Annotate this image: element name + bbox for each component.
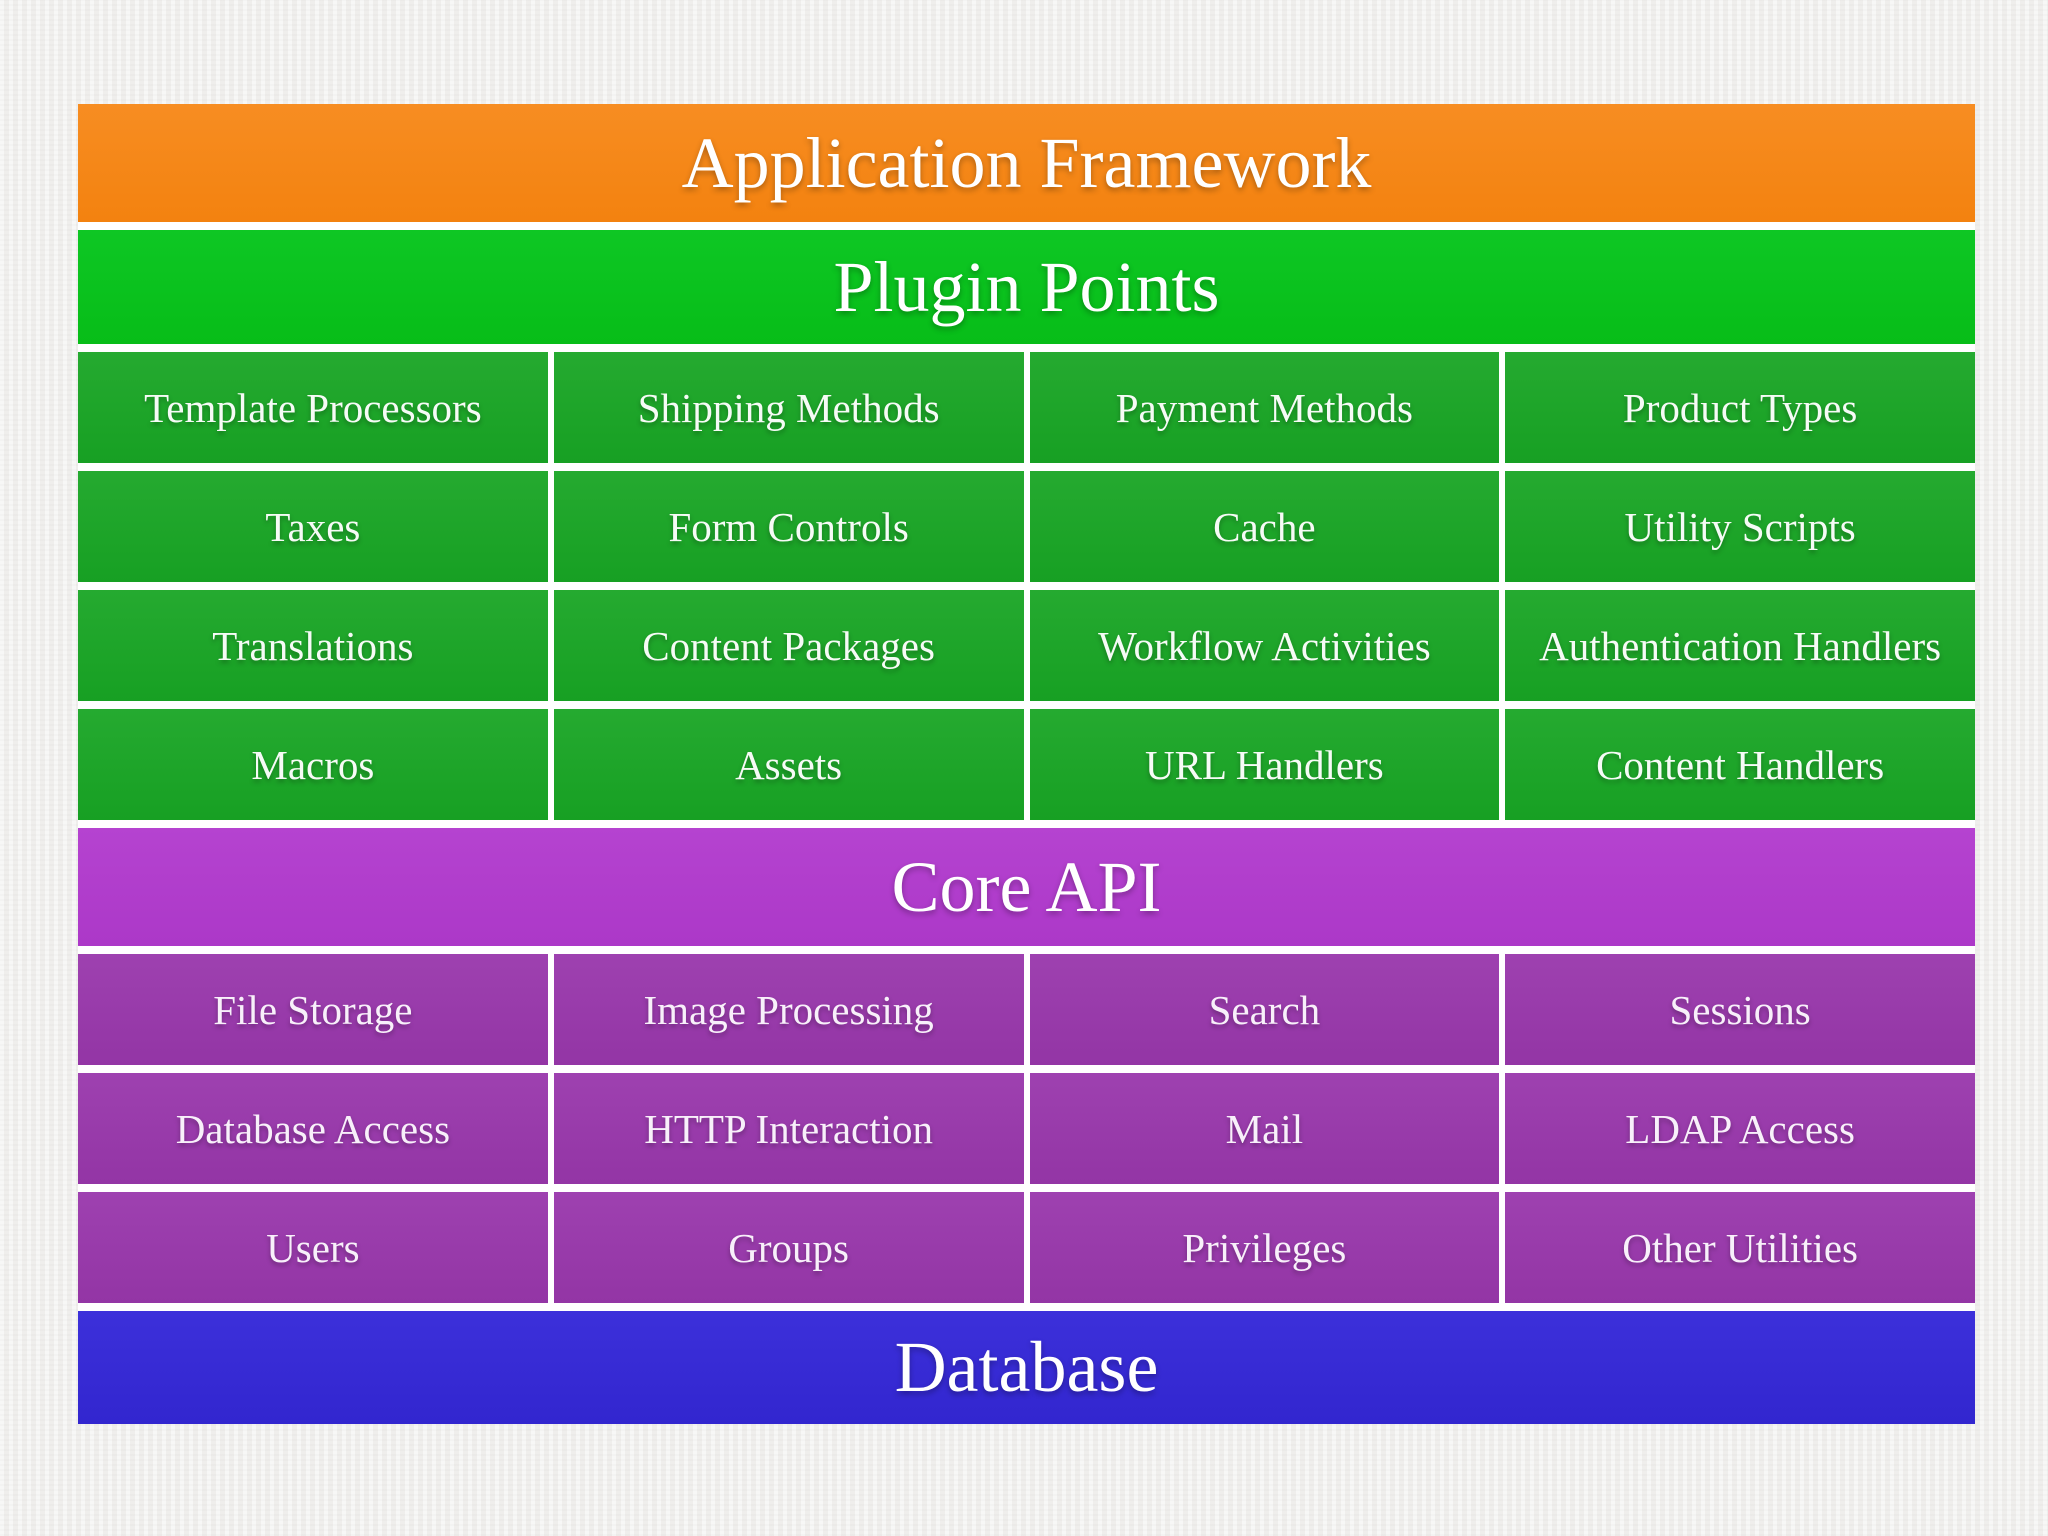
- cell-content-handlers: Content Handlers: [1505, 709, 1975, 820]
- cell-cache: Cache: [1029, 471, 1500, 582]
- cell-macros: Macros: [78, 709, 548, 820]
- layer-plugin-points: Plugin Points: [78, 230, 1975, 344]
- cell-payment-methods: Payment Methods: [1029, 352, 1500, 463]
- cell-assets: Assets: [553, 709, 1024, 820]
- cell-groups: Groups: [553, 1192, 1024, 1303]
- cell-product-types: Product Types: [1505, 352, 1975, 463]
- cell-mail: Mail: [1029, 1073, 1500, 1184]
- core-api-label: Core API: [891, 846, 1162, 927]
- cell-form-controls: Form Controls: [553, 471, 1024, 582]
- cell-database-access: Database Access: [78, 1073, 548, 1184]
- cell-authentication-handlers: Authentication Handlers: [1505, 590, 1975, 701]
- database-label: Database: [894, 1327, 1159, 1407]
- cell-other-utilities: Other Utilities: [1505, 1192, 1975, 1303]
- cell-search: Search: [1029, 954, 1500, 1065]
- layer-core-api: Core API: [78, 828, 1975, 946]
- application-framework-label: Application Framework: [681, 122, 1372, 203]
- cell-shipping-methods: Shipping Methods: [553, 352, 1024, 463]
- architecture-stack-diagram: Application Framework Plugin Points Temp…: [78, 104, 1975, 1424]
- cell-workflow-activities: Workflow Activities: [1029, 590, 1500, 701]
- cell-ldap-access: LDAP Access: [1505, 1073, 1975, 1184]
- cell-content-packages: Content Packages: [553, 590, 1024, 701]
- cell-privileges: Privileges: [1029, 1192, 1500, 1303]
- layer-database: Database: [78, 1311, 1975, 1424]
- cell-image-processing: Image Processing: [553, 954, 1024, 1065]
- layer-application-framework: Application Framework: [78, 104, 1975, 222]
- cell-sessions: Sessions: [1505, 954, 1975, 1065]
- cell-url-handlers: URL Handlers: [1029, 709, 1500, 820]
- cell-http-interaction: HTTP Interaction: [553, 1073, 1024, 1184]
- cell-users: Users: [78, 1192, 548, 1303]
- cell-utility-scripts: Utility Scripts: [1505, 471, 1975, 582]
- cell-translations: Translations: [78, 590, 548, 701]
- plugin-points-label: Plugin Points: [833, 246, 1220, 327]
- cell-template-processors: Template Processors: [78, 352, 548, 463]
- cell-taxes: Taxes: [78, 471, 548, 582]
- cell-file-storage: File Storage: [78, 954, 548, 1065]
